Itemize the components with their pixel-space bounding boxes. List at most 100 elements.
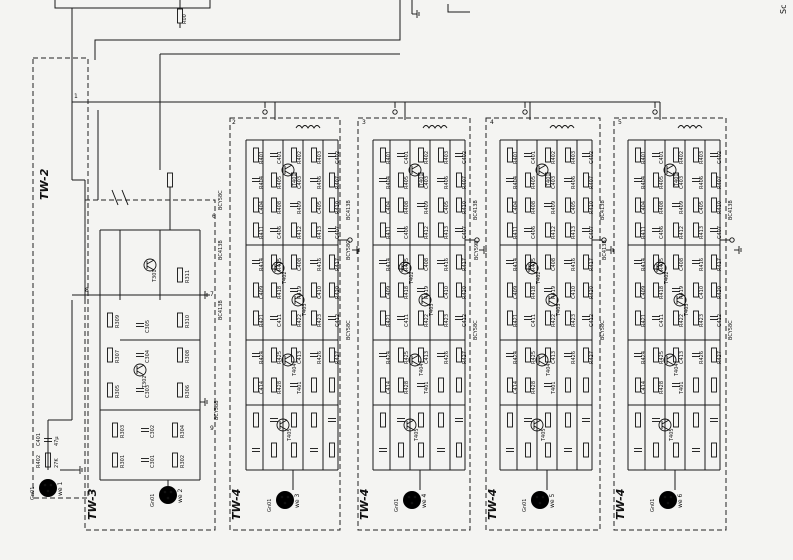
tw4-part-label: C411 (659, 314, 665, 327)
module-box-5 (485, 117, 601, 531)
tw4-part-label: R410 (589, 201, 595, 214)
tw4-part-label: R419 (551, 286, 557, 299)
top-resistor-label: R00 (182, 14, 188, 24)
connector-pin (49, 483, 53, 487)
tw4-transistor-label: T404 (419, 363, 425, 377)
tw4-part-label: R405 (277, 176, 283, 189)
tw4-resistor (525, 442, 531, 458)
tw4-resistor (456, 377, 462, 393)
tw4-part-label: R409 (297, 201, 303, 214)
module-label: TW-4 (614, 489, 627, 520)
tw4-part-label: R411 (386, 226, 392, 239)
terminal-symbol (347, 237, 353, 243)
tw4-part-label: C414 (386, 381, 392, 394)
tw4-part-label: R420 (589, 286, 595, 299)
tw4-part-label: C411 (531, 314, 537, 327)
tw4-part-label: C408 (424, 258, 430, 271)
tw4-resistor (711, 254, 717, 270)
tw4-part-label: R426 (317, 351, 323, 364)
tw4-part-label: C408 (551, 258, 557, 271)
connector-pin (666, 501, 670, 505)
tw4-transistor-label: T402 (409, 271, 415, 285)
tw4-part-label: T401 (551, 381, 557, 395)
tw4-part-label: R410 (717, 201, 723, 214)
tw4-resistor (329, 442, 335, 458)
tw4-resistor (673, 254, 679, 270)
tw3-part-label: C301 (150, 455, 156, 468)
tw2-res-value: 27K (54, 458, 60, 468)
module-label: TW-3 (86, 488, 99, 520)
tw4-resistor (329, 254, 335, 270)
tw4-part-label: R421 (259, 314, 265, 327)
tw4-part-label: R427 (717, 351, 723, 364)
tw4-part-label: C404 (513, 201, 519, 214)
tw4-resistor (398, 347, 404, 363)
tw4-resistor (673, 222, 679, 238)
tw4-part-label: C412 (335, 314, 341, 327)
terminal-symbol (652, 109, 658, 115)
tw4-part-label: R426 (571, 351, 577, 364)
transistor-collector (661, 419, 670, 425)
tw4-part-label: R428 (404, 381, 410, 394)
tw4-part-label: R408 (659, 201, 665, 214)
tw4-resistor (711, 347, 717, 363)
tw4-resistor (456, 197, 462, 213)
tw4-resistor (291, 310, 297, 326)
terminal-number: 7 (210, 291, 214, 298)
tw4-part-label: R407 (589, 176, 595, 189)
tw4-part-label: R411 (641, 226, 647, 239)
tw2-resistor (45, 452, 51, 468)
tw4-coil (677, 125, 703, 129)
transistor-emitter (284, 170, 293, 176)
tw4-part-label: C410 (571, 286, 577, 299)
tw4-resistor (711, 377, 717, 393)
tw3-resistor (107, 312, 113, 328)
tw4-note: BC413B (473, 200, 479, 220)
tw4-transistor (281, 353, 295, 367)
tw4-part-label: C401 (531, 151, 537, 164)
transistor-emitter (294, 300, 303, 306)
tw4-resistor (545, 310, 551, 326)
tw4-note: BCY58C (346, 320, 352, 340)
tw4-part-label: R412 (679, 226, 685, 239)
tw4-part-label: R408 (531, 201, 537, 214)
tw4-part-label: R408 (277, 201, 283, 214)
tw4-part-label: C402 (589, 151, 595, 164)
tw4-transistor (535, 163, 549, 177)
tw4-part-label: R424 (513, 351, 519, 364)
tw4-part-label: R409 (424, 201, 430, 214)
tw4-part-label: R418 (531, 286, 537, 299)
tw4-part-label: R416 (571, 258, 577, 271)
tw4-part-label: R413 (699, 226, 705, 239)
tw4-part-label: R405 (659, 176, 665, 189)
tw4-part-label: R422 (424, 314, 430, 327)
tw4-resistor (693, 147, 699, 163)
tw4-part-label: R403 (317, 151, 323, 164)
transistor-collector (411, 164, 420, 170)
module-box-4 (357, 117, 471, 531)
tw4-resistor (545, 147, 551, 163)
tw4-part-label: R413 (317, 226, 323, 239)
tw4-resistor (507, 147, 513, 163)
tw4-resistor (507, 222, 513, 238)
tw3-resistor (177, 267, 183, 283)
tw4-resistor (456, 254, 462, 270)
tw4-part-label: R403 (571, 151, 577, 164)
socket-label: Gn01 (650, 499, 656, 512)
tw4-part-label: R422 (297, 314, 303, 327)
tw4-transistor (291, 293, 305, 307)
tw4-part-label: C403 (679, 176, 685, 189)
tw4-part-label: R419 (424, 286, 430, 299)
tw4-part-label: C405 (444, 201, 450, 214)
tw4-part-label: R407 (335, 176, 341, 189)
module-box-2 (84, 199, 216, 531)
tw4-part-label: R419 (679, 286, 685, 299)
transistor-emitter (406, 425, 415, 431)
tw4-part-label: R410 (335, 201, 341, 214)
tw4-resistor (329, 282, 335, 298)
tw4-resistor (693, 282, 699, 298)
terminal-symbol (601, 237, 607, 243)
tw4-part-label: C413 (679, 351, 685, 364)
tw4-resistor (253, 282, 259, 298)
tw4-resistor (438, 147, 444, 163)
